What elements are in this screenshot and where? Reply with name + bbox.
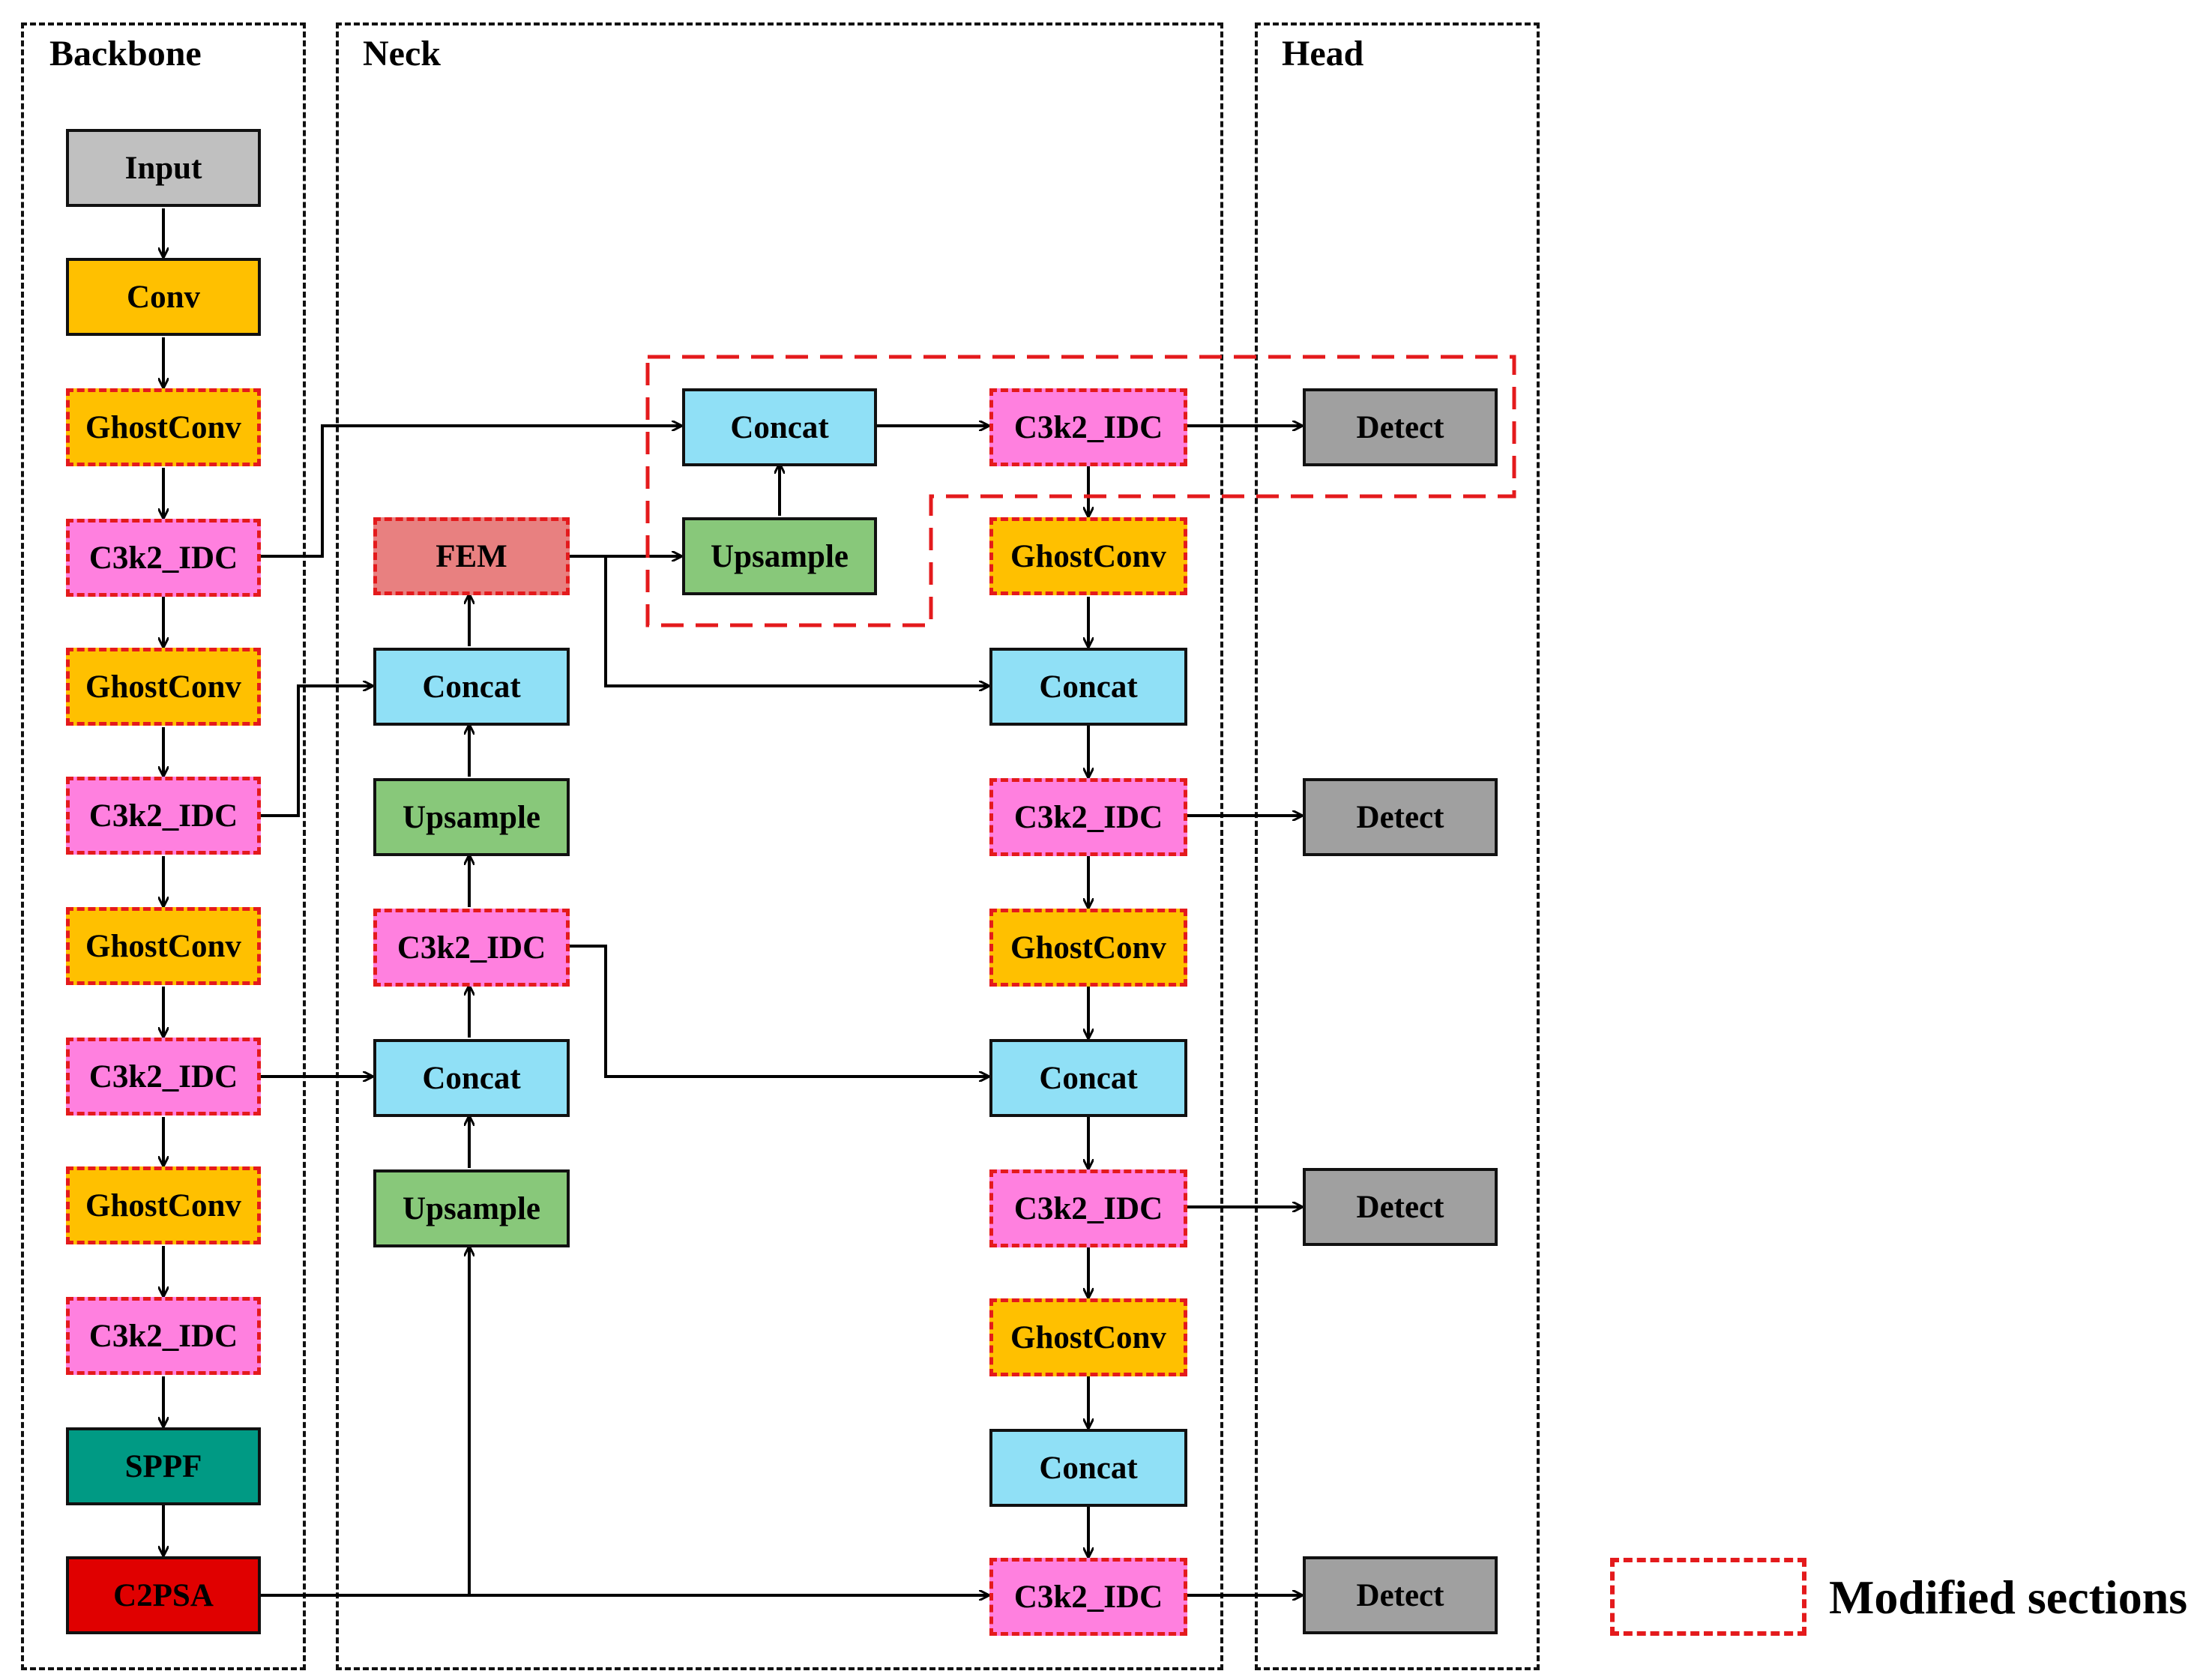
right-c3k2-idc-block-1: C3k2_IDC: [989, 388, 1187, 466]
neck-c3k2-idc-block: C3k2_IDC: [373, 909, 570, 987]
neck-concat-block-1: Concat: [373, 648, 570, 726]
right-c3k2-idc-block-4: C3k2_IDC: [989, 1558, 1187, 1636]
ghostconv-block-3: GhostConv: [66, 907, 261, 985]
arrow-fem-r-concat1: [604, 556, 988, 686]
neck-concat-block-2: Concat: [373, 1039, 570, 1117]
right-concat-block-1: Concat: [989, 648, 1187, 726]
right-ghostconv-block-3: GhostConv: [989, 1298, 1187, 1376]
backbone-title: Backbone: [49, 34, 202, 73]
neck-section: [336, 22, 1223, 1670]
ghostconv-block-1: GhostConv: [66, 388, 261, 466]
backbone-section: [21, 22, 306, 1670]
right-c3k2-idc-block-3: C3k2_IDC: [989, 1169, 1187, 1247]
c3k2-idc-block-3: C3k2_IDC: [66, 1038, 261, 1116]
detect-block-3: Detect: [1303, 1168, 1498, 1246]
top-concat-block: Concat: [682, 388, 877, 466]
c3k2-idc-block-2: C3k2_IDC: [66, 777, 261, 855]
input-block: Input: [66, 129, 261, 207]
head-title: Head: [1282, 34, 1364, 73]
neck-upsample-block-1: Upsample: [373, 778, 570, 856]
arrow-c3k2-1-top-concat: [261, 426, 681, 558]
neck-upsample-block-2: Upsample: [373, 1169, 570, 1247]
sppf-block: SPPF: [66, 1427, 261, 1505]
arrow-c3k2-2-concat1: [261, 686, 372, 817]
detect-block-4: Detect: [1303, 1556, 1498, 1634]
legend-modified-label: Modified sections: [1829, 1571, 2188, 1624]
fem-block: FEM: [373, 517, 570, 595]
c3k2-idc-block-1: C3k2_IDC: [66, 519, 261, 597]
ghostconv-block-4: GhostConv: [66, 1166, 261, 1244]
right-c3k2-idc-block-2: C3k2_IDC: [989, 778, 1187, 856]
c2psa-block: C2PSA: [66, 1556, 261, 1634]
top-upsample-block: Upsample: [682, 517, 877, 595]
head-section: [1255, 22, 1540, 1670]
modified-region-outline: [645, 355, 1516, 627]
neck-title: Neck: [363, 34, 441, 73]
ghostconv-block-2: GhostConv: [66, 648, 261, 726]
detect-block-1: Detect: [1303, 388, 1498, 466]
conv-block: Conv: [66, 258, 261, 336]
right-concat-block-2: Concat: [989, 1039, 1187, 1117]
arrow-nk-c3k2-r-concat2: [570, 945, 988, 1077]
c3k2-idc-block-4: C3k2_IDC: [66, 1297, 261, 1375]
legend-modified-swatch: [1610, 1558, 1806, 1636]
right-ghostconv-block-1: GhostConv: [989, 517, 1187, 595]
right-ghostconv-block-2: GhostConv: [989, 909, 1187, 987]
detect-block-2: Detect: [1303, 778, 1498, 856]
right-concat-block-3: Concat: [989, 1429, 1187, 1507]
